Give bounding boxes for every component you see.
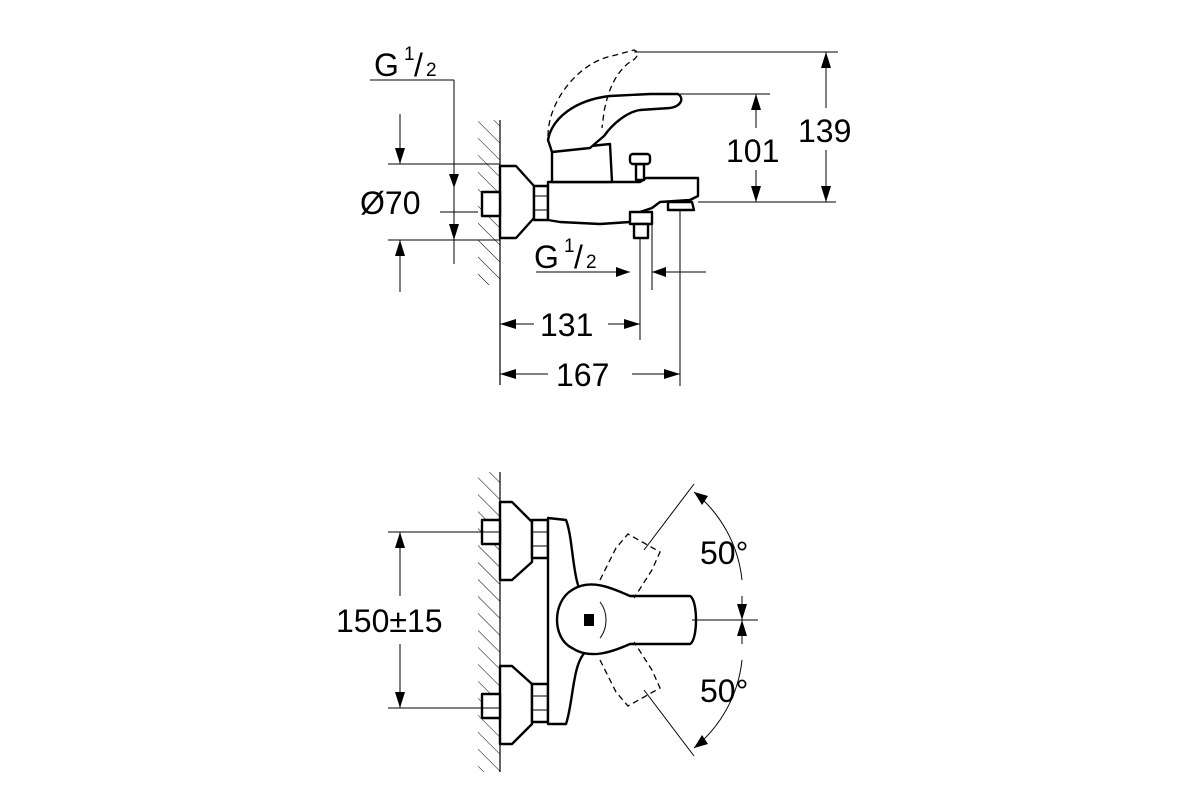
upper-wall-flange xyxy=(498,500,534,582)
lever-rotated-lower xyxy=(599,641,661,707)
diverter-knob xyxy=(628,152,652,182)
wall-connector xyxy=(480,190,502,218)
diameter-label: Ø70 xyxy=(360,185,420,221)
lever-handle-top xyxy=(555,583,698,656)
mixer-body xyxy=(546,176,700,226)
lower-wall-flange xyxy=(498,664,534,746)
wall-top xyxy=(478,472,501,772)
lever-mark xyxy=(584,614,594,626)
thread-bottom-denominator: 2 xyxy=(586,252,597,273)
lever-rotated-upper xyxy=(599,533,661,599)
thread-bottom-numerator: 1 xyxy=(564,236,575,257)
side-view: G 1 / 2 Ø70 G 1 / 2 101 xyxy=(360,44,851,393)
height-spout-label: 101 xyxy=(726,133,779,169)
thread-bottom-prefix: G xyxy=(534,239,559,275)
wall-side xyxy=(478,120,501,385)
thread-top-denominator: 2 xyxy=(426,60,437,81)
lower-union-nut xyxy=(530,682,550,724)
height-total-label: 139 xyxy=(798,113,851,149)
thread-top-prefix: G xyxy=(374,47,399,83)
wall-flange xyxy=(498,164,536,240)
center-distance-label: 150±15 xyxy=(336,603,443,639)
lower-wall-connector xyxy=(480,692,502,720)
thread-top-numerator: 1 xyxy=(404,44,415,65)
shower-outlet xyxy=(628,210,654,240)
spout-outlet xyxy=(666,200,696,212)
depth-total-label: 167 xyxy=(556,357,609,393)
depth-outlet-label: 131 xyxy=(540,307,593,343)
top-view: 50° 50° 150±15 xyxy=(336,472,758,772)
union-nut xyxy=(532,184,550,222)
upper-union-nut xyxy=(530,518,550,560)
angle-upper-label: 50° xyxy=(700,535,748,571)
thread-top-slash: / xyxy=(414,47,423,83)
angle-lower-label: 50° xyxy=(700,673,748,709)
lever-handle xyxy=(546,92,683,154)
thread-bottom-slash: / xyxy=(574,239,583,275)
